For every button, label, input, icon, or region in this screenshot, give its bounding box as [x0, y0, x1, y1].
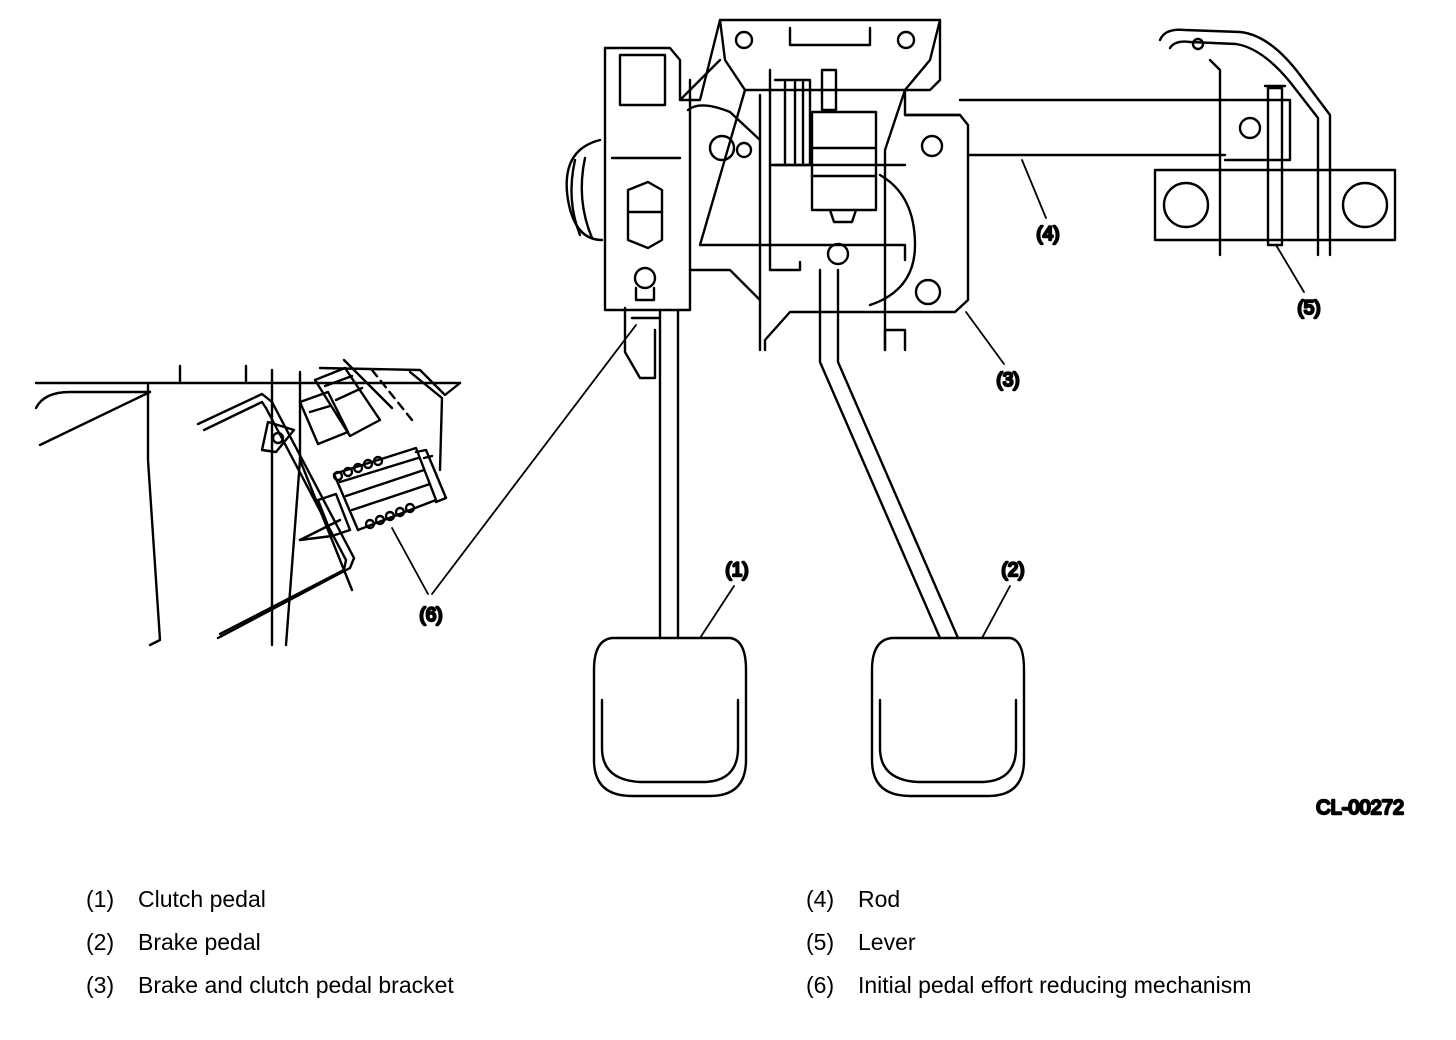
callout-4: (4): [1036, 224, 1059, 245]
rod-illustration: [958, 98, 1227, 157]
leader-lines: [391, 159, 1305, 639]
lever-illustration: [1153, 28, 1397, 257]
legend-number: (5): [806, 929, 835, 955]
legend-number: (6): [806, 972, 835, 998]
callout-1: (1): [725, 560, 748, 581]
legend-number: (1): [86, 886, 115, 912]
callout-3: (3): [996, 370, 1019, 391]
legend-label: Brake pedal: [138, 929, 261, 955]
clutch-pedal-illustration: [592, 308, 748, 798]
legend-item: (3) Brake and clutch pedal bracket: [86, 964, 454, 1007]
legend-label: Lever: [858, 929, 916, 955]
legend-label: Brake and clutch pedal bracket: [138, 972, 454, 998]
legend-left: (1) Clutch pedal (2) Brake pedal (3) Bra…: [86, 878, 454, 1007]
legend-label: Clutch pedal: [138, 886, 266, 912]
legend-item: (6) Initial pedal effort reducing mechan…: [806, 964, 1251, 1007]
legend-right: (4) Rod (5) Lever (6) Initial pedal effo…: [806, 878, 1251, 1007]
detail-inset-illustration: [34, 358, 462, 647]
legend-label: Initial pedal effort reducing mechanism: [858, 972, 1252, 998]
legend-number: (3): [86, 972, 115, 998]
callout-6: (6): [419, 605, 442, 626]
legend-item: (5) Lever: [806, 921, 1251, 964]
legend-item: (2) Brake pedal: [86, 921, 454, 964]
legend-item: (1) Clutch pedal: [86, 878, 454, 921]
legend-label: Rod: [858, 886, 901, 912]
brake-pedal-illustration: [818, 268, 1026, 798]
callout-2: (2): [1001, 560, 1024, 581]
legend-number: (2): [86, 929, 115, 955]
figure-id: CL-00272: [1316, 797, 1404, 819]
callout-5: (5): [1297, 298, 1320, 319]
legend-item: (4) Rod: [806, 878, 1251, 921]
pedal-assembly-diagram: (1) (2) (3) (4) (5) (6) CL-00272: [34, 18, 1405, 820]
pedal-bracket-illustration: [565, 18, 970, 380]
legend-number: (4): [806, 886, 835, 912]
